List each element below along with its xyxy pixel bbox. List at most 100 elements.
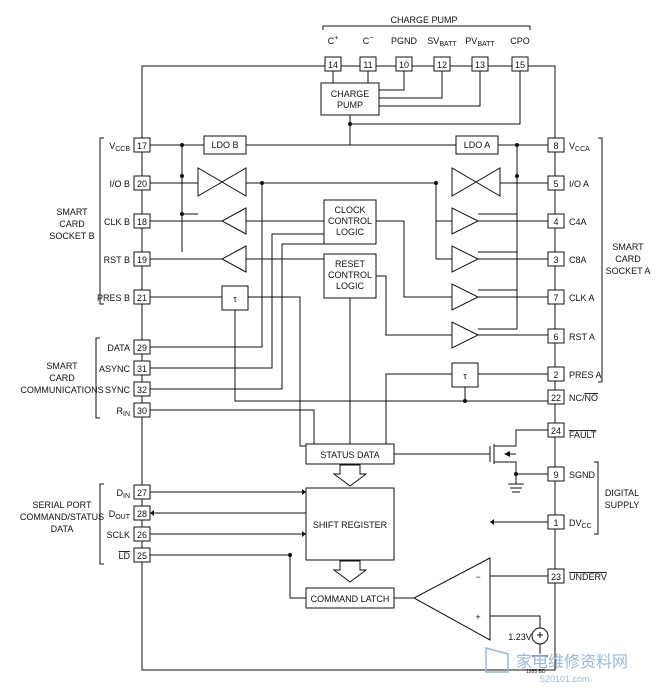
pin-number: 10 [399, 60, 409, 70]
svg-text:30: 30 [137, 406, 147, 416]
charge-pump-bracket [322, 25, 531, 30]
svg-text:τ: τ [463, 371, 467, 381]
right-pins: 8 5 4 3 7 6 2 22 24 9 1 23 [547, 137, 565, 584]
svg-text:COMMAND/STATUS: COMMAND/STATUS [20, 512, 104, 522]
svg-text:RST B: RST B [104, 255, 130, 265]
svg-text:家电维修资料网: 家电维修资料网 [516, 652, 628, 671]
svg-text:1.23V: 1.23V [508, 632, 532, 642]
svg-text:8: 8 [553, 141, 558, 151]
reset-control-block [323, 253, 377, 299]
svg-text:UNDERV: UNDERV [569, 572, 607, 582]
svg-text:C8A: C8A [569, 255, 587, 265]
svg-text:RIN: RIN [117, 406, 131, 418]
svg-text:CONTROL: CONTROL [328, 270, 372, 280]
tau-a-block [451, 362, 479, 388]
svg-text:LOGIC: LOGIC [336, 227, 365, 237]
charge-pump-block [320, 82, 380, 116]
svg-text:3: 3 [553, 255, 558, 265]
svg-text:CARD: CARD [615, 254, 641, 264]
tau-b-block [221, 285, 249, 311]
watermark: 家电维修资料网 520101.com [485, 647, 628, 684]
svg-text:28: 28 [137, 509, 147, 519]
pin-label-c-plus: C+ [328, 35, 339, 46]
svg-text:NC/NO: NC/NO [569, 393, 598, 403]
svg-text:SYNC: SYNC [105, 385, 131, 395]
svg-text:CLOCK: CLOCK [334, 205, 365, 215]
svg-text:SGND: SGND [569, 470, 596, 480]
svg-text:VCCA: VCCA [569, 141, 590, 153]
pin-label-pvbatt: PVBATT [465, 36, 495, 48]
svg-text:SOCKET A: SOCKET A [606, 266, 651, 276]
pin-number: 15 [515, 60, 525, 70]
svg-text:23: 23 [551, 572, 561, 582]
pin-number: 13 [475, 60, 485, 70]
left-pin-labels: VCCB I/O B CLK B RST B PRES B DATA ASYNC… [97, 141, 131, 561]
svg-text:SERIAL PORT: SERIAL PORT [32, 500, 92, 510]
svg-text:I/O A: I/O A [569, 179, 589, 189]
figure-id: 1955 BD [526, 669, 546, 675]
svg-text:LDO A: LDO A [464, 140, 491, 150]
svg-text:CLK A: CLK A [569, 293, 595, 303]
svg-text:4: 4 [553, 217, 558, 227]
svg-text:SUPPLY: SUPPLY [605, 500, 640, 510]
pin-label-pgnd: PGND [391, 36, 418, 46]
pin-number: 12 [437, 60, 447, 70]
left-pins: 17 20 18 19 21 29 31 32 30 27 28 26 25 [133, 137, 151, 563]
svg-text:SMART: SMART [612, 242, 644, 252]
serial-bracket [99, 483, 104, 565]
svg-text:CLK B: CLK B [104, 217, 130, 227]
svg-text:PRES A: PRES A [569, 370, 602, 380]
svg-text:20: 20 [137, 179, 147, 189]
svg-text:26: 26 [137, 530, 147, 540]
svg-text:−: − [475, 572, 480, 582]
svg-text:SOCKET B: SOCKET B [49, 231, 94, 241]
svg-text:FAULT: FAULT [569, 430, 597, 440]
svg-text:LOGIC: LOGIC [336, 281, 365, 291]
svg-text:6: 6 [553, 332, 558, 342]
svg-text:I/O B: I/O B [109, 179, 130, 189]
charge-pump-header: CHARGE PUMP [390, 15, 457, 25]
charge-pump-line1: CHARGE [331, 89, 370, 99]
svg-text:SCLK: SCLK [106, 530, 130, 540]
pin-label-svbatt: SVBATT [427, 36, 457, 48]
svg-text:25: 25 [137, 551, 147, 561]
svg-text:17: 17 [137, 141, 147, 151]
svg-text:24: 24 [551, 426, 561, 436]
pin-label-cpo: CPO [510, 36, 530, 46]
svg-text:C4A: C4A [569, 217, 587, 227]
svg-text:DIN: DIN [117, 488, 131, 500]
clock-control-block [323, 199, 377, 245]
svg-text:DVCC: DVCC [569, 518, 592, 530]
svg-text:DIGITAL: DIGITAL [605, 488, 639, 498]
svg-text:LD: LD [118, 551, 130, 561]
svg-text:τ: τ [233, 294, 237, 304]
svg-text:RST A: RST A [569, 332, 595, 342]
svg-text:7: 7 [553, 293, 558, 303]
svg-text:STATUS DATA: STATUS DATA [320, 450, 379, 460]
svg-text:520101.com: 520101.com [540, 674, 590, 684]
svg-text:CARD: CARD [49, 373, 75, 383]
svg-text:SMART: SMART [46, 361, 78, 371]
socket-a-bracket [598, 137, 603, 383]
pin-label-c-minus: C− [363, 35, 374, 46]
comparator [412, 557, 491, 641]
socket-b-bracket [99, 137, 104, 305]
svg-text:+: + [475, 612, 480, 622]
svg-text:DATA: DATA [51, 524, 74, 534]
svg-text:1: 1 [553, 518, 558, 528]
svg-text:SHIFT REGISTER: SHIFT REGISTER [313, 520, 388, 530]
shift-register-block [305, 487, 395, 561]
pin-number: 14 [328, 60, 338, 70]
svg-text:29: 29 [137, 343, 147, 353]
svg-text:CARD: CARD [59, 219, 85, 229]
svg-text:19: 19 [137, 255, 147, 265]
svg-text:9: 9 [553, 470, 558, 480]
comms-bracket [95, 337, 100, 419]
svg-text:32: 32 [137, 385, 147, 395]
svg-text:31: 31 [137, 364, 147, 374]
svg-text:RESET: RESET [335, 259, 366, 269]
svg-text:DATA: DATA [107, 343, 130, 353]
digital-supply-bracket [594, 461, 599, 535]
svg-text:ASYNC: ASYNC [99, 364, 131, 374]
